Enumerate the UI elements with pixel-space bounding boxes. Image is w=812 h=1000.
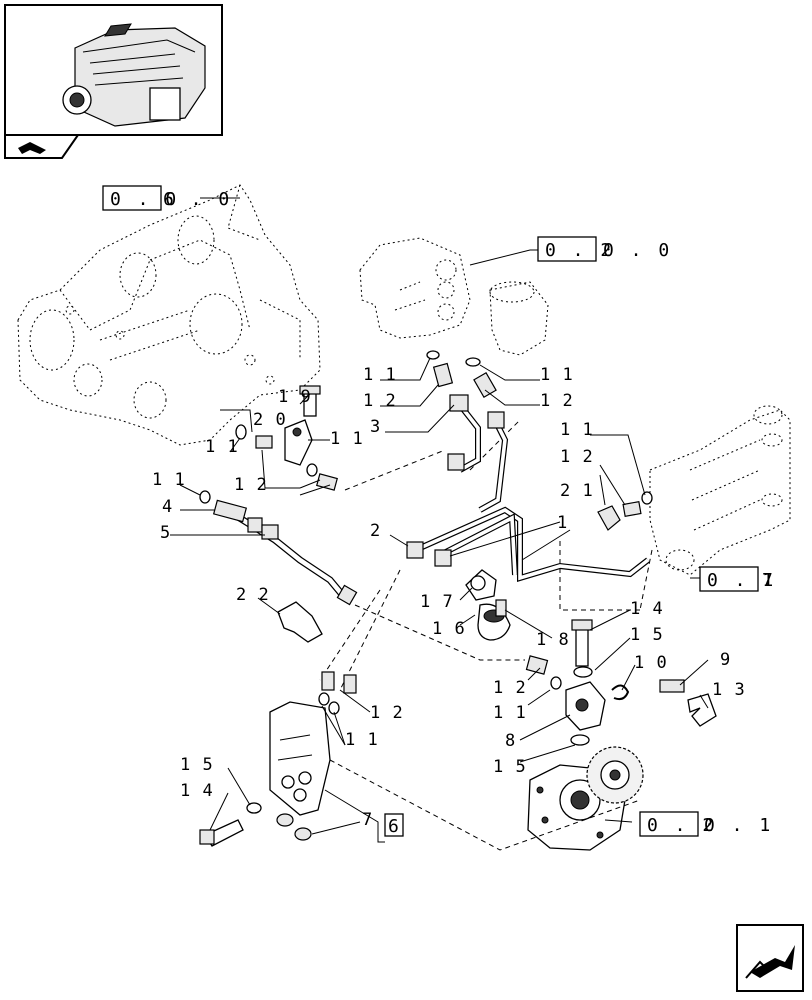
callout-21: 2 1	[560, 481, 594, 501]
dashed-connection-lines	[319, 419, 641, 851]
pipe-1	[418, 506, 650, 583]
callout-12-b: 1 2	[540, 391, 574, 411]
reference-pump-suffix: 0 . 1	[704, 815, 773, 836]
high-pressure-pump	[527, 746, 644, 851]
callout-11-f: 1 1	[560, 420, 594, 440]
reference-rail[interactable]: 0 . 1 7	[699, 566, 776, 592]
callout-15-c: 1 5	[180, 755, 214, 775]
callout-14-a: 1 4	[630, 599, 664, 619]
callout-11-h: 1 1	[345, 730, 379, 750]
filter-housing-outline	[359, 237, 549, 356]
reference-filter-boxed: 0 . 2	[545, 240, 614, 261]
callout-7: 7	[362, 810, 373, 830]
reference-pump[interactable]: 0 . 2 0 . 1	[639, 811, 773, 837]
callout-11-g: 1 1	[493, 703, 527, 723]
reference-block-boxed: 0 . 0	[110, 189, 179, 210]
reference-filter[interactable]: 0 . 2 0 . 0	[537, 236, 672, 262]
callout-10: 1 0	[634, 653, 668, 673]
reference-pump-boxed: 0 . 2	[647, 815, 716, 836]
callout-14-b: 1 4	[180, 781, 214, 801]
pipe-3	[457, 403, 509, 513]
callout-20: 2 0	[253, 410, 287, 430]
pipe-2	[438, 513, 518, 576]
callout-5: 5	[160, 523, 171, 543]
callout-4: 4	[162, 497, 173, 517]
callout-15-b: 1 5	[493, 757, 527, 777]
callout-17: 1 7	[420, 592, 454, 612]
callout-11-e: 1 1	[152, 470, 186, 490]
callout-leaders	[170, 197, 709, 843]
callout-labels: 1 2 3 4 5 7 8 9 1 0 1 1 1 1 1 1 1 1 1 1 …	[152, 365, 746, 830]
callout-12-d: 1 2	[560, 447, 594, 467]
reference-block[interactable]: 0 . 0 6 . 0	[102, 185, 232, 211]
reference-group7[interactable]: 6	[384, 813, 404, 837]
callout-8: 8	[505, 731, 516, 751]
callout-12-e: 1 2	[493, 678, 527, 698]
callout-12-c: 1 2	[234, 475, 268, 495]
callout-9: 9	[720, 650, 731, 670]
reference-filter-suffix: 0 . 0	[603, 240, 672, 261]
engine-block-outline	[17, 184, 321, 446]
reference-rail-boxed: 0 . 1	[707, 570, 776, 591]
callout-2: 2	[370, 521, 381, 541]
callout-16: 1 6	[432, 619, 466, 639]
section-tab-icon[interactable]	[4, 134, 80, 159]
callout-12-a: 1 2	[363, 391, 397, 411]
callout-11-c: 1 1	[205, 437, 239, 457]
reference-group7-boxed: 6	[388, 816, 402, 837]
engine-thumbnail-icon[interactable]	[4, 4, 223, 136]
callout-13: 1 3	[712, 680, 746, 700]
callout-3: 3	[370, 417, 381, 437]
callout-12-f: 1 2	[370, 703, 404, 723]
callout-11-d: 1 1	[330, 429, 364, 449]
callout-19: 1 9	[278, 387, 312, 407]
reference-block-suffix: 6 . 0	[163, 189, 232, 210]
callout-11-a: 1 1	[363, 365, 397, 385]
reference-rail-suffix: 7	[762, 570, 776, 591]
callout-1: 1	[557, 513, 568, 533]
callout-18: 1 8	[536, 630, 570, 650]
next-page-arrow-icon[interactable]	[736, 924, 804, 992]
callout-15-a: 1 5	[630, 625, 664, 645]
callout-11-b: 1 1	[540, 365, 574, 385]
callout-22: 2 2	[236, 585, 270, 605]
fitting-part	[199, 350, 717, 847]
